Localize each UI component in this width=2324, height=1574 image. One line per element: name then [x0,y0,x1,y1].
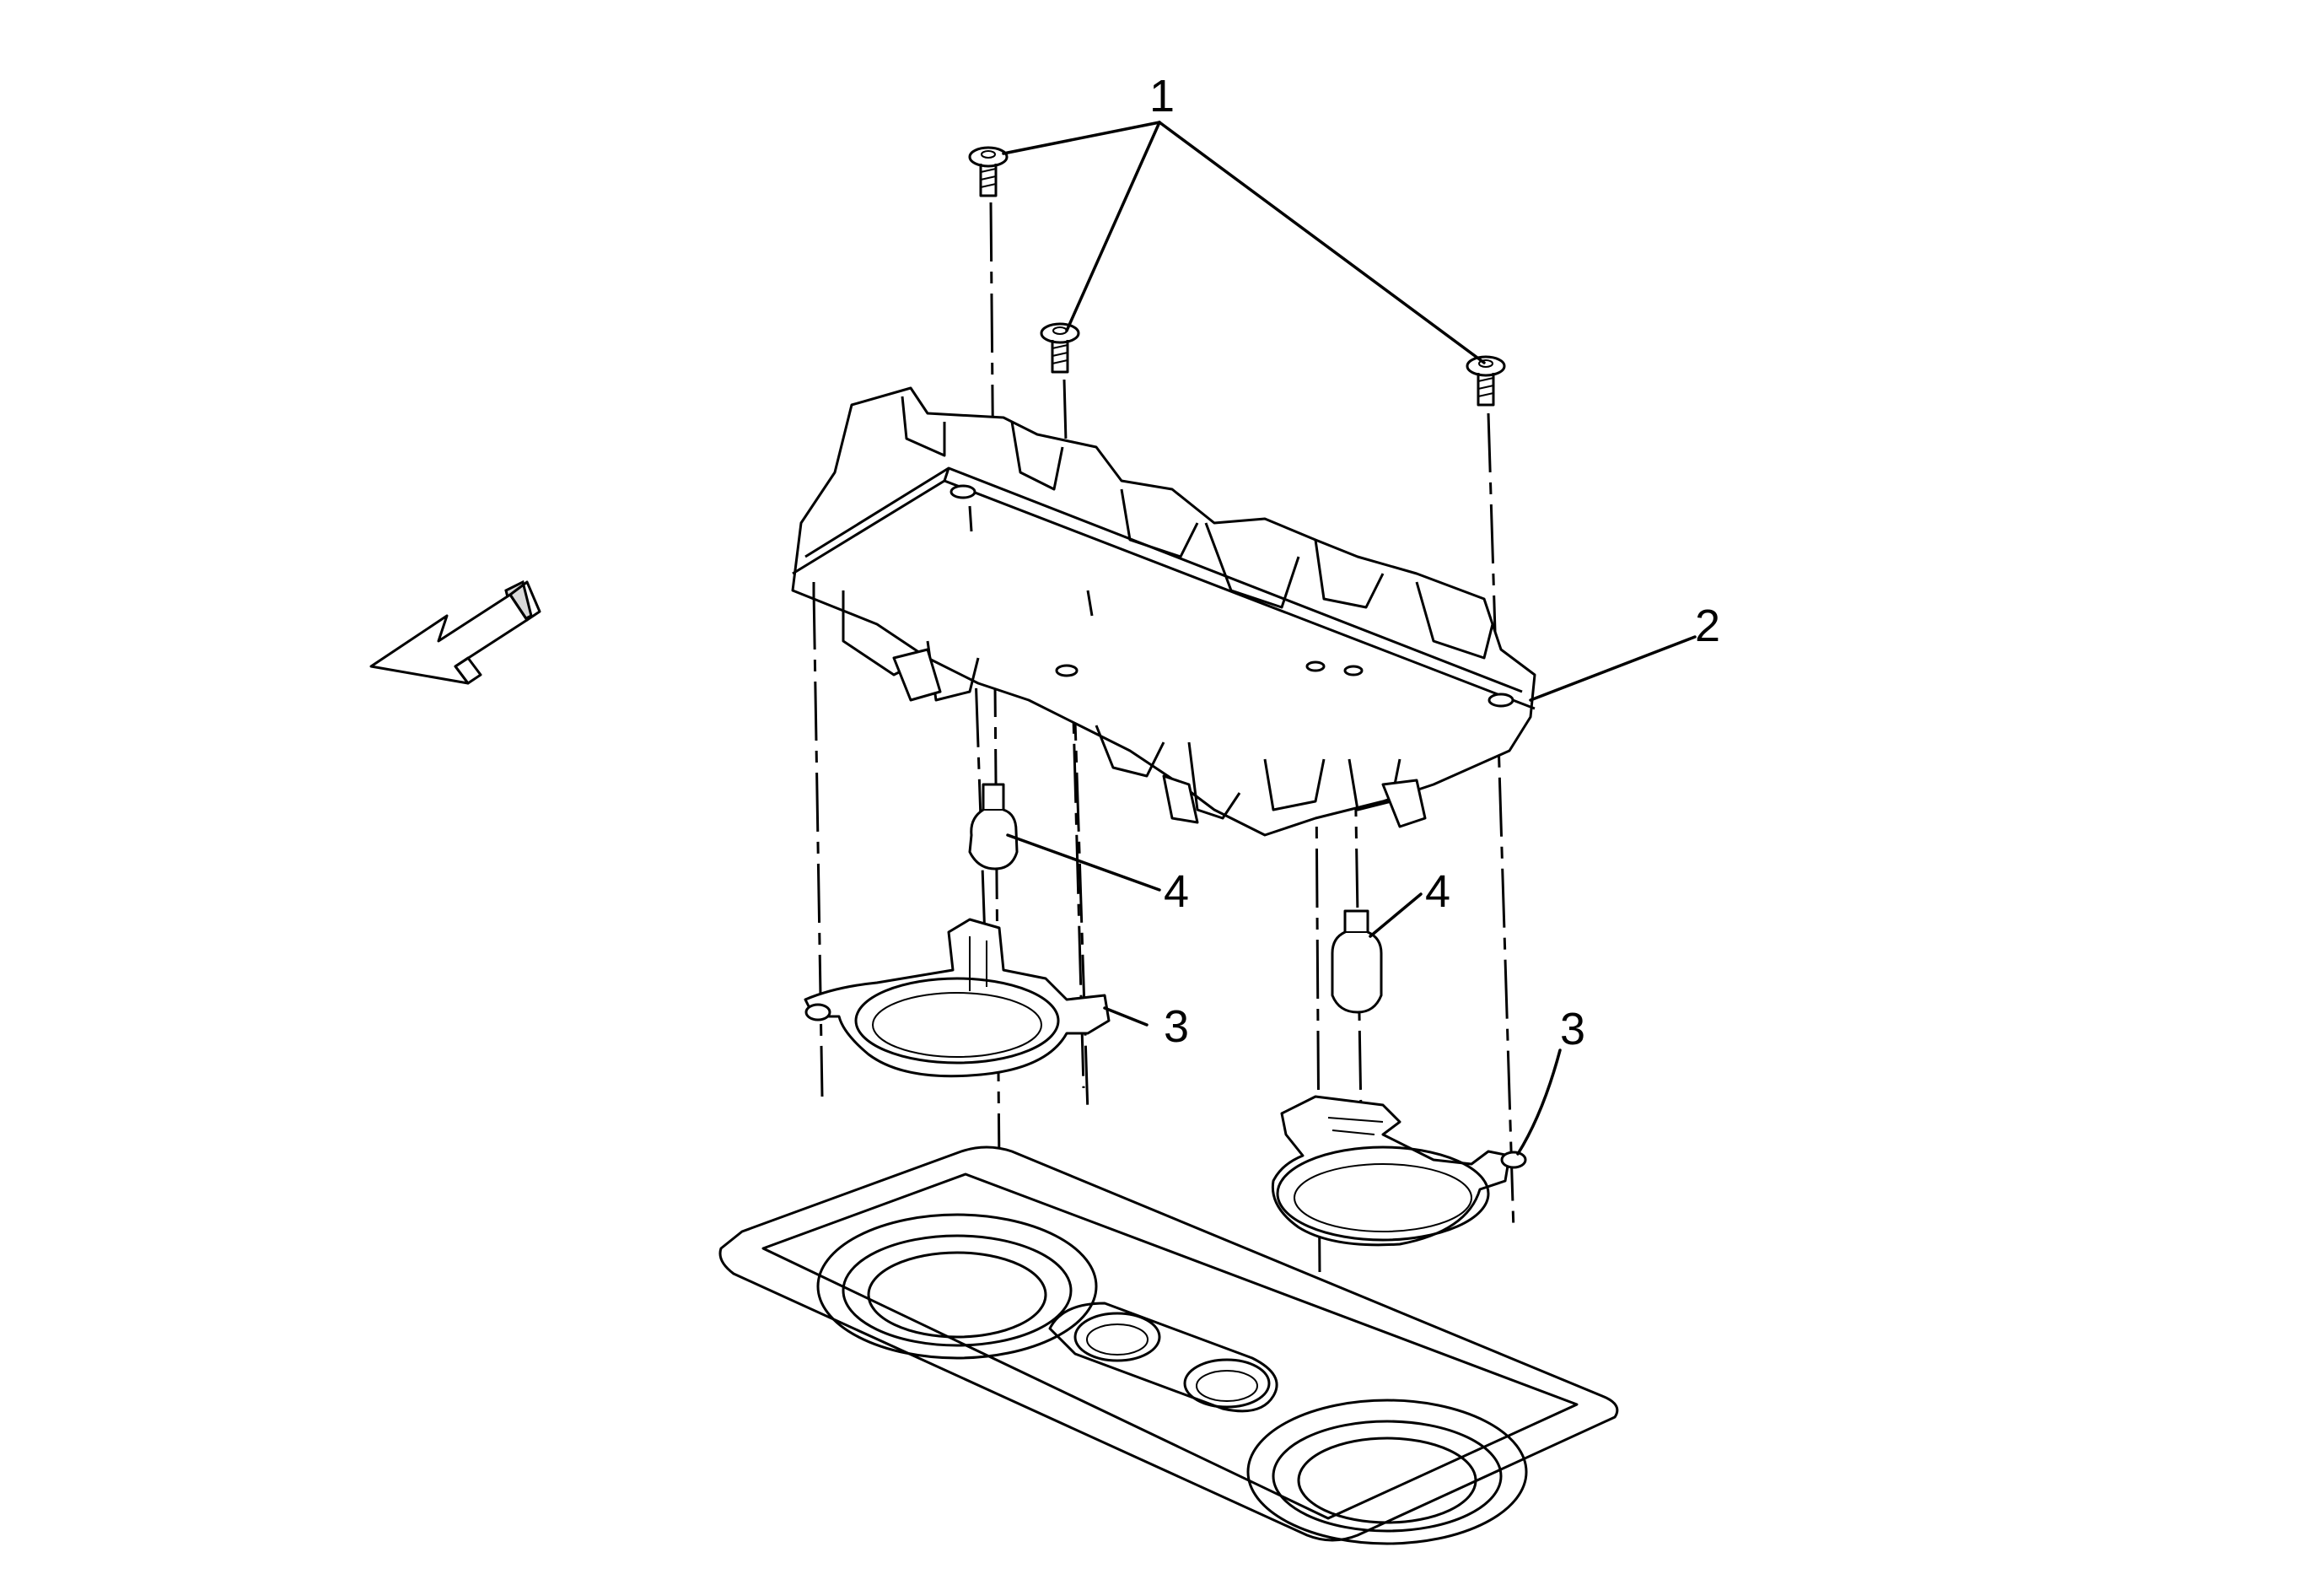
clip-right [1500,1151,1527,1169]
callout-1-label: 1 [1149,71,1175,121]
front-direction-arrow-icon [369,579,541,685]
callout-3-label: 3 [1560,1004,1585,1054]
lamp-reflector-right [1271,1095,1511,1247]
screw-icon [1466,355,1506,407]
lamp-reflector-left [804,918,1111,1078]
screw-icon [968,146,1009,197]
bulb-left [968,783,1019,871]
callout-2-label: 2 [1695,601,1720,651]
leader-lines [1002,121,1697,1156]
callout-4-label: 4 [1164,866,1189,917]
clip-left [804,1003,831,1021]
bulb-right [1331,909,1383,1014]
callout-4-label: 4 [1425,866,1450,917]
screw-icon [1040,322,1080,374]
overhead-console-lens-panel [718,1145,1619,1545]
callout-3-label: 3 [1164,1001,1189,1052]
console-housing [791,386,1536,837]
